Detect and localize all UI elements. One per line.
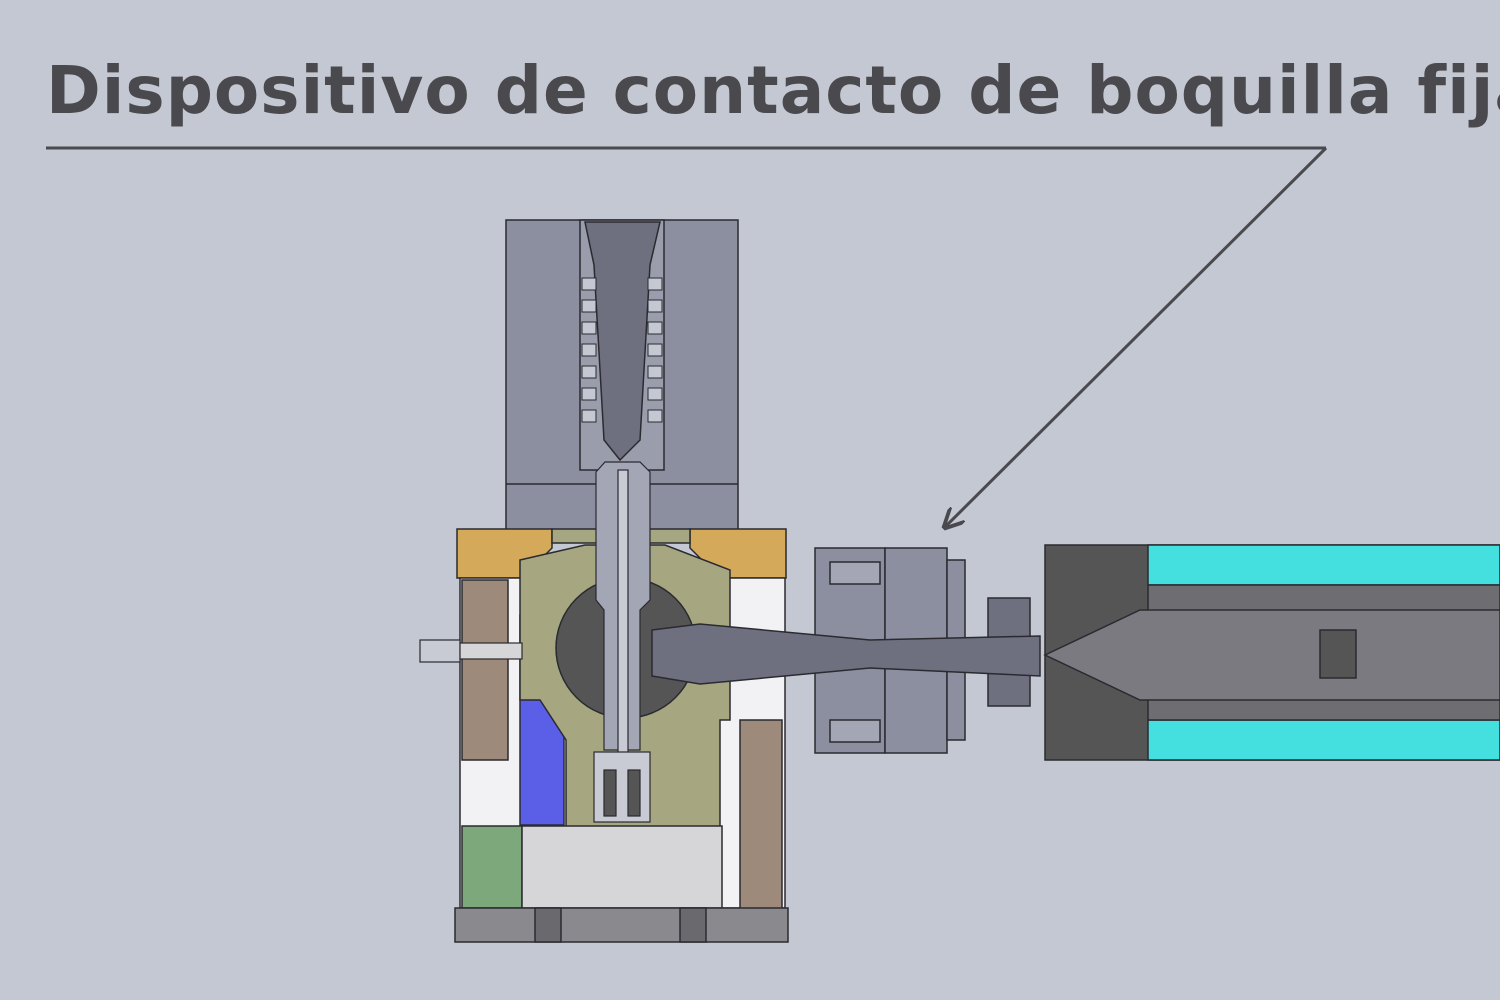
diagram-title: Dispositivo de contacto de boquilla fija [46, 52, 1500, 129]
fixed-nozzle-assembly [651, 547, 1041, 754]
side-bolt [419, 639, 523, 663]
callout-leader [46, 146, 1328, 526]
upper-mold-block [505, 219, 739, 531]
base-plate [454, 907, 789, 943]
sprue-needle [593, 461, 651, 823]
injection-cylinder [1043, 544, 1500, 761]
leader-arrow [946, 146, 1328, 526]
